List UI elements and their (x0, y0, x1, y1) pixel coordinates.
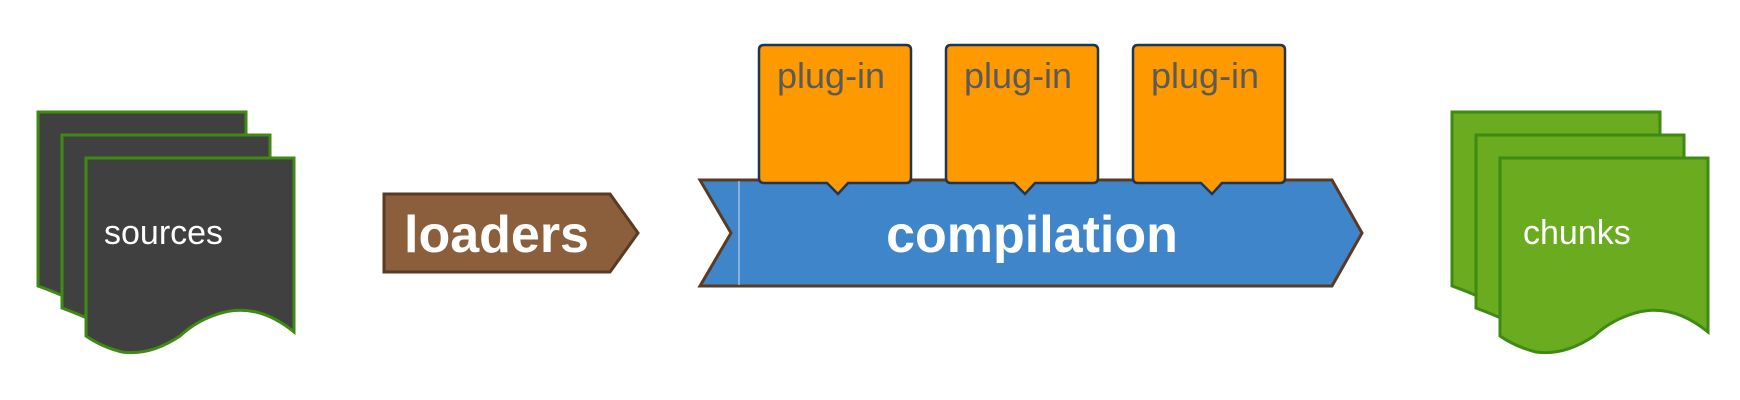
compilation-chevron (697, 178, 1364, 288)
chunks-doc-front (1498, 156, 1710, 355)
compilation-label: compilation (886, 206, 1178, 264)
chunks-label: chunks (1523, 214, 1631, 252)
plugin-label-1: plug-in (777, 55, 885, 96)
plugin-callout-1: plug-in (757, 43, 913, 196)
compilation-shape: compilation (697, 178, 1364, 288)
sources-doc-front (84, 156, 296, 355)
chunks-stack: chunks (1450, 110, 1710, 355)
plugin-box-3 (1131, 43, 1287, 196)
sources-label: sources (104, 214, 223, 252)
loaders-arrow (382, 192, 640, 274)
loaders-shape: loaders (382, 192, 640, 274)
plugin-label-3: plug-in (1151, 55, 1259, 96)
sources-stack: sources (36, 110, 296, 355)
plugin-box-1 (757, 43, 913, 196)
plugin-box-2 (944, 43, 1100, 196)
plugin-label-2: plug-in (964, 55, 1072, 96)
plugin-callout-3: plug-in (1131, 43, 1287, 196)
loaders-label: loaders (404, 206, 589, 264)
plugin-callout-2: plug-in (944, 43, 1100, 196)
